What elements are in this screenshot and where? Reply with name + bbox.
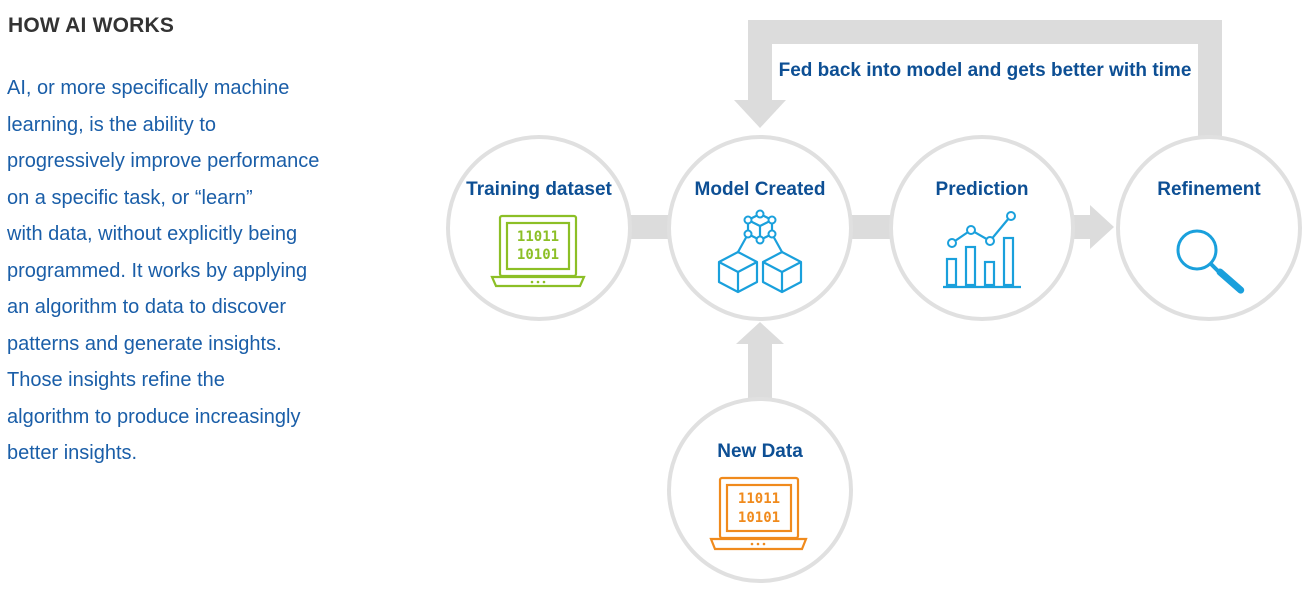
feedback-loop-left <box>748 20 772 105</box>
node-label-training: Training dataset <box>466 179 612 200</box>
connector-newdata-model <box>748 340 772 405</box>
description-line: with data, without explicitly being <box>7 223 298 245</box>
section-heading: HOW AI WORKS <box>8 14 175 37</box>
new-data-screen-line-1: 11011 <box>738 491 780 507</box>
description-line: algorithm to produce increasingly <box>7 405 301 428</box>
feedback-loop-top <box>748 20 1222 44</box>
description-line: better insights. <box>7 442 138 464</box>
node-label-new-data: New Data <box>717 441 803 462</box>
arrow-to-refinement-icon <box>1090 205 1114 249</box>
model-nodes <box>743 209 777 245</box>
feedback-loop-label: Fed back into model and gets better with… <box>778 60 1192 81</box>
node-label-prediction: Prediction <box>935 179 1029 200</box>
description-line: progressively improve performance <box>7 150 320 172</box>
laptop-dots <box>750 542 766 546</box>
description-line: programmed. It works by applying <box>7 259 308 282</box>
node-label-refinement: Refinement <box>1157 179 1261 200</box>
chart-points <box>947 211 1016 248</box>
laptop-binary-icon <box>709 476 808 551</box>
description-line: patterns and generate insights. <box>7 332 282 355</box>
node-circles <box>446 135 1302 583</box>
circle-refinement <box>1116 135 1302 321</box>
circle-training <box>446 135 632 321</box>
circle-new-data <box>667 397 853 583</box>
magnifier-icon <box>1176 229 1245 294</box>
training-screen-line-1: 11011 <box>517 229 559 245</box>
description-line: on a specific task, or “learn” <box>7 186 253 209</box>
arrow-down-icon <box>734 100 786 128</box>
description-line: learning, is the ability to <box>7 113 217 136</box>
training-screen-line-2: 10101 <box>517 247 559 263</box>
description-text: AI, or more specifically machine learnin… <box>7 70 377 472</box>
node-label-model: Model Created <box>694 179 826 200</box>
new-data-screen-line-2: 10101 <box>738 510 780 526</box>
laptop-dots <box>530 280 546 284</box>
description-line: Those insights refine the <box>7 369 225 391</box>
circle-prediction <box>889 135 1075 321</box>
arrow-up-icon <box>736 322 784 344</box>
laptop-binary-icon <box>490 214 586 288</box>
description-line: AI, or more specifically machine <box>7 77 290 99</box>
description-line: an algorithm to data to discover <box>7 296 287 318</box>
bar-line-chart-icon <box>943 217 1021 289</box>
